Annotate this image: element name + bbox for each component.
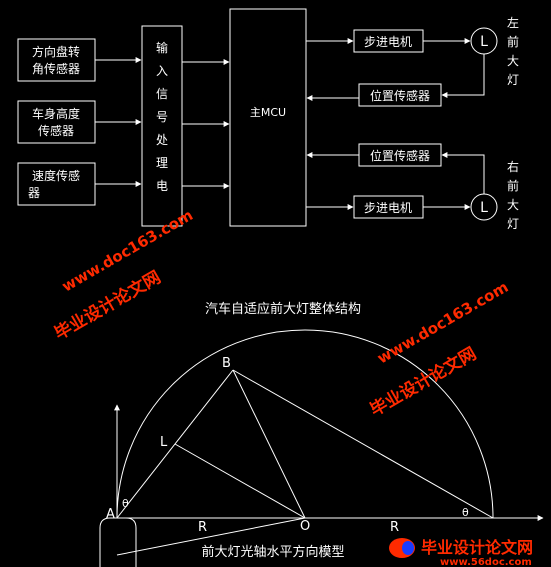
model-labels: A B L O R R θ θ 前大灯光轴水平方向模型 xyxy=(106,356,469,560)
point-l-label: L xyxy=(160,435,168,450)
height-sensor-label-1: 车身高度 xyxy=(32,106,80,121)
system-caption: 汽车自适应前大灯整体结构 xyxy=(205,301,361,317)
steering-sensor-label-2: 角传感器 xyxy=(32,61,80,76)
input-proc-char-6: 理 xyxy=(156,156,168,170)
input-proc-char-2: 入 xyxy=(156,64,168,78)
steering-sensor-label-1: 方向盘转 xyxy=(32,44,80,59)
angle-right-label: θ xyxy=(462,506,469,519)
right-lamp-char-2: 前 xyxy=(507,178,519,193)
point-b-label: B xyxy=(222,356,231,371)
stepper-motor-bottom-label: 步进电机 xyxy=(364,201,412,215)
left-lamp-char-2: 前 xyxy=(507,34,519,49)
left-lamp-char-3: 大 xyxy=(507,54,519,68)
right-lamp-char-1: 右 xyxy=(507,159,519,174)
watermark-left: 毕业设计论文网 www.doc163.com xyxy=(51,206,196,344)
geometric-model xyxy=(99,329,544,567)
line-b-o xyxy=(232,369,306,519)
input-proc-char-5: 处 xyxy=(156,133,168,147)
mcu-label: 主MCU xyxy=(250,106,286,119)
watermark-footer-url: www.56doc.com xyxy=(440,557,532,567)
angle-a-label: θ xyxy=(122,497,129,510)
right-lamp-char-4: 灯 xyxy=(507,217,519,231)
height-sensor-label-2: 传感器 xyxy=(38,123,74,138)
speed-sensor-label-2: 器 xyxy=(28,186,40,200)
left-lamp-char-4: 灯 xyxy=(507,73,519,87)
input-proc-char-3: 信 xyxy=(156,87,168,101)
watermark-footer-cn: 毕业设计论文网 xyxy=(421,538,533,557)
mcu-box xyxy=(229,8,307,227)
line-lamp-pos-top xyxy=(441,54,485,98)
point-a-label: A xyxy=(106,507,115,522)
watermark-right-url: www.doc163.com xyxy=(374,278,511,368)
speed-sensor-label-1: 速度传感 xyxy=(32,168,80,183)
line-b-right xyxy=(232,369,494,519)
headlamp-housing xyxy=(99,517,137,567)
radius-right-label: R xyxy=(390,520,399,535)
position-sensor-top-box xyxy=(358,83,442,107)
input-proc-char-4: 号 xyxy=(156,110,168,124)
position-sensor-top-label: 位置传感器 xyxy=(370,88,430,103)
semicircle-arc xyxy=(116,329,494,519)
stepper-motor-top-label: 步进电机 xyxy=(364,35,412,49)
line-a-o-lower xyxy=(116,517,306,556)
position-sensor-bottom-label: 位置传感器 xyxy=(370,148,430,163)
lamp-bottom-symbol: L xyxy=(480,200,488,216)
input-proc-char-1: 输 xyxy=(156,40,168,55)
input-proc-char-7: 电 xyxy=(156,179,168,193)
watermark-right: 毕业设计论文网 www.doc163.com xyxy=(366,278,511,421)
input-processing-box xyxy=(141,25,183,227)
left-lamp-char-1: 左 xyxy=(507,15,519,30)
model-caption: 前大灯光轴水平方向模型 xyxy=(201,544,344,560)
watermark-footer-logo-inner xyxy=(402,541,414,555)
watermark-footer: 毕业设计论文网 www.56doc.com xyxy=(389,538,533,567)
point-o-label: O xyxy=(300,519,310,534)
right-lamp-char-3: 大 xyxy=(507,198,519,212)
line-l-o xyxy=(174,443,306,519)
line-lamp-pos-bottom xyxy=(441,152,485,194)
block-labels: 方向盘转 角传感器 车身高度 传感器 速度传感 器 输 入 信 号 处 理 电 … xyxy=(28,15,519,317)
lamp-top-symbol: L xyxy=(480,34,488,50)
block-diagram xyxy=(17,8,498,227)
radius-left-label: R xyxy=(198,520,207,535)
